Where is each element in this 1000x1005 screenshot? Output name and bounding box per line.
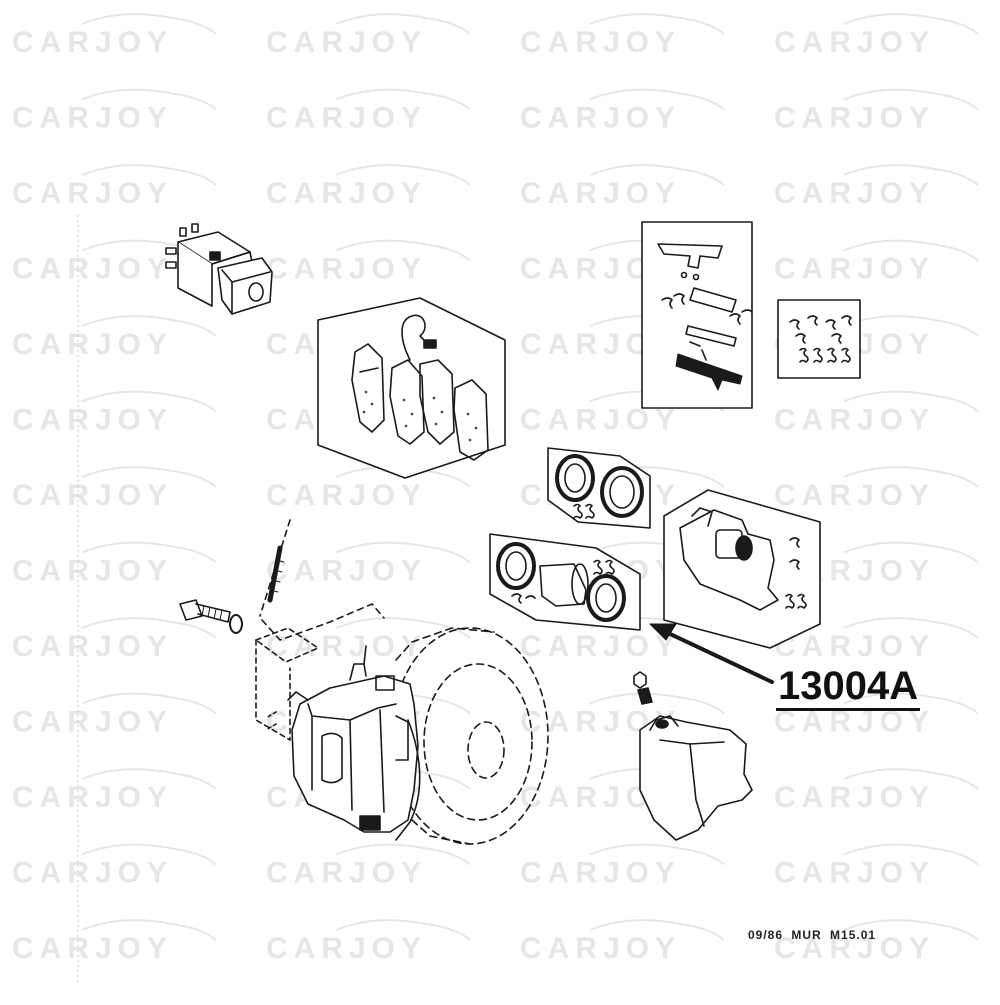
- watermark-car-outline: [81, 88, 217, 111]
- watermark-text: CARJOY: [12, 177, 173, 210]
- watermark-text: CARJOY: [12, 26, 173, 59]
- watermark-car-outline: [589, 692, 725, 715]
- watermark-text: CARJOY: [266, 26, 427, 59]
- watermark-car-outline: [843, 13, 979, 35]
- watermark-text: CARJOY: [12, 781, 173, 814]
- watermark-car-outline: [843, 390, 979, 413]
- spring-clip-kit: [777, 299, 861, 379]
- watermark-car-outline: [589, 88, 725, 111]
- watermark-text: CARJOY: [774, 253, 935, 286]
- watermark-text: CARJOY: [12, 404, 173, 437]
- watermark-text: CARJOY: [12, 479, 173, 512]
- watermark-text: CARJOY: [266, 932, 427, 965]
- watermark-car-outline: [81, 692, 217, 715]
- watermark-text: CARJOY: [12, 630, 173, 663]
- watermark-text: CARJOY: [520, 932, 681, 965]
- watermark-car-outline: [81, 843, 217, 866]
- watermark-car-outline: [589, 843, 725, 866]
- watermark-text: CARJOY: [774, 932, 935, 965]
- watermark-text: CARJOY: [520, 26, 681, 59]
- watermark-car-outline: [81, 919, 217, 941]
- wear-indicator-connector: [165, 223, 273, 315]
- watermark-car-outline: [335, 919, 471, 941]
- watermark-text: CARJOY: [774, 479, 935, 512]
- pad-fitting-kit: [641, 221, 753, 409]
- watermark-text: CARJOY: [12, 328, 173, 361]
- watermark-car-outline: [589, 13, 725, 35]
- watermark-car-outline: [81, 390, 217, 413]
- watermark-car-outline: [335, 13, 471, 35]
- watermark-car-outline: [843, 315, 979, 337]
- watermark-text: CARJOY: [12, 102, 173, 135]
- watermark-text: CARJOY: [520, 177, 681, 210]
- watermark-car-outline: [335, 617, 471, 639]
- watermark-car-outline: [335, 541, 471, 564]
- watermark-text: CARJOY: [12, 253, 173, 286]
- caliper-repair-kit[interactable]: [489, 533, 641, 631]
- watermark-layer: CARJOY CARJOY CARJOY CARJOY CARJOY CARJOY CARJ…: [12, 13, 979, 965]
- bleed-screw: [633, 671, 653, 705]
- watermark-text: CARJOY: [12, 555, 173, 588]
- watermark-text: CARJOY: [266, 177, 427, 210]
- callout-arrow: [649, 623, 774, 684]
- watermark-car-outline: [81, 164, 217, 186]
- watermark-text: CARJOY: [266, 479, 427, 512]
- watermark-car-outline: [843, 692, 979, 715]
- watermark-car-outline: [335, 843, 471, 866]
- brake-pad-set: [317, 297, 506, 479]
- watermark-text: CARJOY: [774, 857, 935, 890]
- reference-code: 09/86 MUR M15.01: [748, 928, 877, 942]
- watermark-text: CARJOY: [520, 404, 681, 437]
- caliper-housing: [639, 715, 753, 841]
- watermark-car-outline: [843, 843, 979, 866]
- watermark-car-outline: [81, 768, 217, 790]
- watermark-text: CARJOY: [774, 781, 935, 814]
- watermark-text: CARJOY: [266, 857, 427, 890]
- watermark-car-outline: [81, 315, 217, 337]
- brake-caliper-assembly: [255, 627, 421, 841]
- watermark-car-outline: [843, 466, 979, 488]
- watermark-text: CARJOY: [266, 555, 427, 588]
- brake-hose: [259, 519, 385, 641]
- watermark-text: CARJOY: [774, 177, 935, 210]
- watermark-car-outline: [335, 239, 471, 262]
- watermark-text: CARJOY: [266, 102, 427, 135]
- watermark-car-outline: [843, 164, 979, 186]
- watermark-text: CARJOY: [520, 102, 681, 135]
- watermark-text: CARJOY: [774, 706, 935, 739]
- watermark-car-outline: [589, 164, 725, 186]
- watermark-car-outline: [843, 919, 979, 941]
- watermark-car-outline: [81, 617, 217, 639]
- watermark-text: CARJOY: [266, 630, 427, 663]
- watermark-car-outline: [81, 13, 217, 35]
- watermark-text: CARJOY: [774, 102, 935, 135]
- piston-seal-kit: [547, 447, 651, 529]
- watermark-text: CARJOY: [12, 932, 173, 965]
- watermark-car-outline: [335, 164, 471, 186]
- watermark-car-outline: [81, 541, 217, 564]
- watermark-text: CARJOY: [774, 630, 935, 663]
- watermark-text: CARJOY: [520, 857, 681, 890]
- watermark-text: CARJOY: [266, 253, 427, 286]
- watermark-text: CARJOY: [12, 857, 173, 890]
- watermark-car-outline: [81, 466, 217, 488]
- watermark-text: CARJOY: [774, 404, 935, 437]
- watermark-car-outline: [843, 239, 979, 262]
- watermark-text: CARJOY: [520, 630, 681, 663]
- watermark-car-outline: [843, 88, 979, 111]
- watermark-car-outline: [843, 541, 979, 564]
- watermark-car-outline: [335, 88, 471, 111]
- caliper-bolt: [179, 599, 243, 634]
- watermark-car-outline: [843, 617, 979, 639]
- watermark-text: CARJOY: [12, 706, 173, 739]
- watermark-text: CARJOY: [774, 26, 935, 59]
- part-number-callout[interactable]: 13004A: [776, 664, 921, 711]
- watermark-car-outline: [589, 919, 725, 941]
- watermark-car-outline: [843, 768, 979, 790]
- caliper-with-bracket: [663, 489, 821, 649]
